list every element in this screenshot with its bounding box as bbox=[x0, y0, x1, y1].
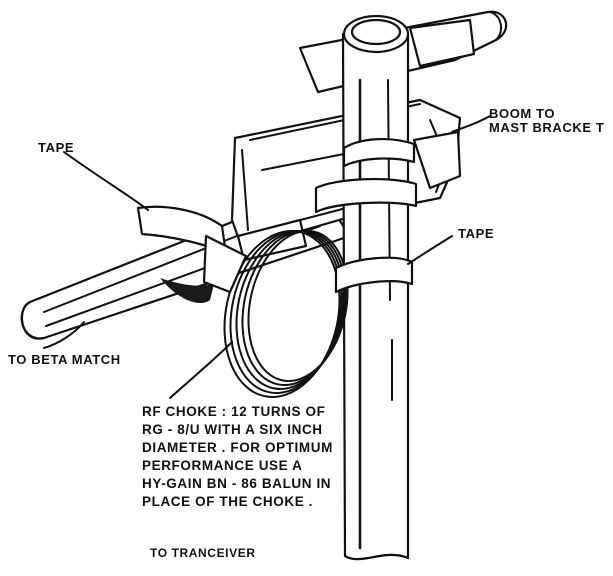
tape-on-boom bbox=[136, 205, 248, 294]
choke-note-line-4: PERFORMANCE USE A bbox=[142, 458, 302, 473]
leader-lines bbox=[43, 115, 491, 399]
mast-tube bbox=[341, 14, 410, 561]
label-to-transceiver: TO TRANCEIVER bbox=[150, 546, 256, 560]
rf-choke-coil bbox=[223, 229, 349, 398]
choke-note-line-5: HY-GAIN BN - 86 BALUN IN bbox=[142, 476, 331, 491]
label-tape-right: TAPE bbox=[458, 226, 494, 241]
label-to-beta-match: TO BETA MATCH bbox=[8, 352, 121, 367]
choke-note-line-1: RF CHOKE : 12 TURNS OF bbox=[142, 404, 325, 419]
label-tape-left: TAPE bbox=[38, 140, 74, 155]
choke-note-line-2: RG - 8/U WITH A SIX INCH bbox=[142, 422, 323, 437]
label-boom-to-mast-bracket-line1: BOOM TO bbox=[489, 106, 555, 121]
label-boom-to-mast-bracket-line2: MAST BRACKE T bbox=[489, 120, 604, 135]
choke-note-line-6: PLACE OF THE CHOKE . bbox=[142, 494, 313, 509]
rf-choke-note: RF CHOKE : 12 TURNS OF RG - 8/U WITH A S… bbox=[142, 404, 333, 509]
coil-shadow bbox=[160, 278, 214, 304]
tape-on-mast bbox=[314, 137, 418, 294]
choke-note-line-3: DIAMETER . FOR OPTIMUM bbox=[142, 440, 333, 455]
